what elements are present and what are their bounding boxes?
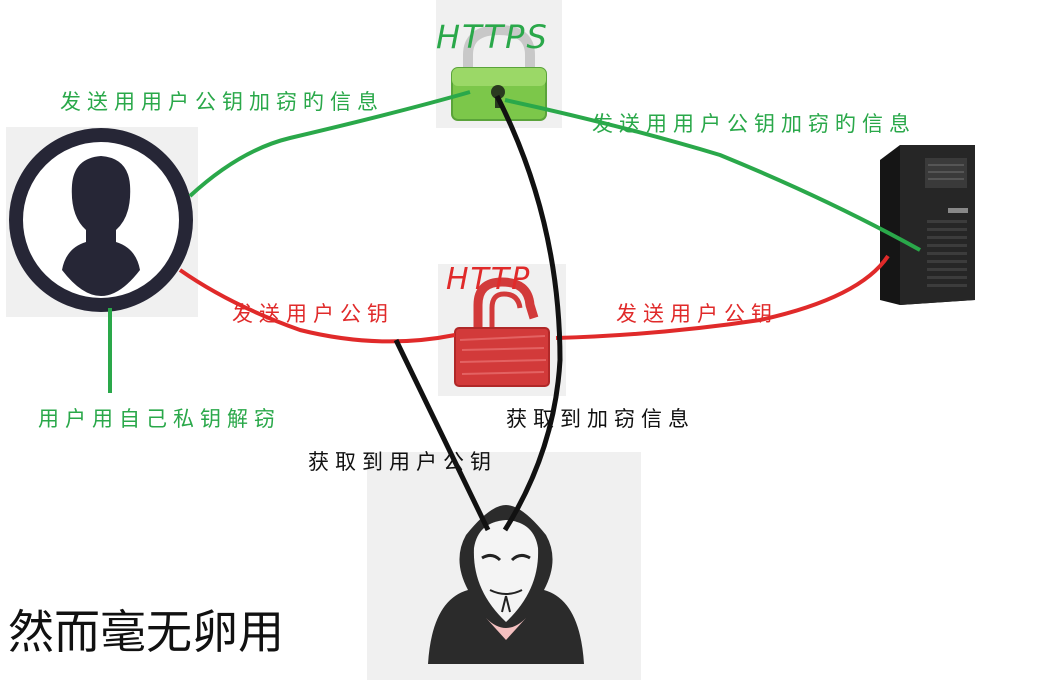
http-title: HTTP: [446, 262, 532, 297]
green-https-to-server-line: [504, 98, 921, 252]
user-private-key-label: 用户用自己私钥解窃: [38, 407, 281, 431]
red-http-to-server-line: [555, 254, 890, 340]
anonymous-mask-icon: [428, 505, 584, 664]
green-user-to-https-line: [188, 90, 471, 198]
green-left-label: 发送用用户公钥加窃旳信息: [60, 90, 384, 114]
intercept-public-key-label: 获取到用户公钥: [308, 450, 497, 474]
black-intercept-encrypted-line: [494, 94, 563, 532]
green-right-label: 发送用用户公钥加窃旳信息: [592, 112, 916, 136]
red-left-label: 发送用户公钥: [232, 302, 394, 326]
https-title: HTTPS: [436, 18, 549, 56]
green-closed-lock-icon: [451, 24, 547, 121]
black-intercept-public-line: [393, 338, 491, 532]
red-right-label: 发送用户公钥: [616, 302, 778, 326]
user-avatar-icon: [9, 128, 193, 312]
red-open-lock-icon: [454, 277, 550, 387]
red-user-to-http-line: [178, 268, 456, 344]
conclusion-label: 然而毫无卵用: [8, 605, 284, 659]
intercept-encrypted-label: 获取到加窃信息: [506, 407, 695, 431]
server-tower-icon: [880, 145, 975, 305]
